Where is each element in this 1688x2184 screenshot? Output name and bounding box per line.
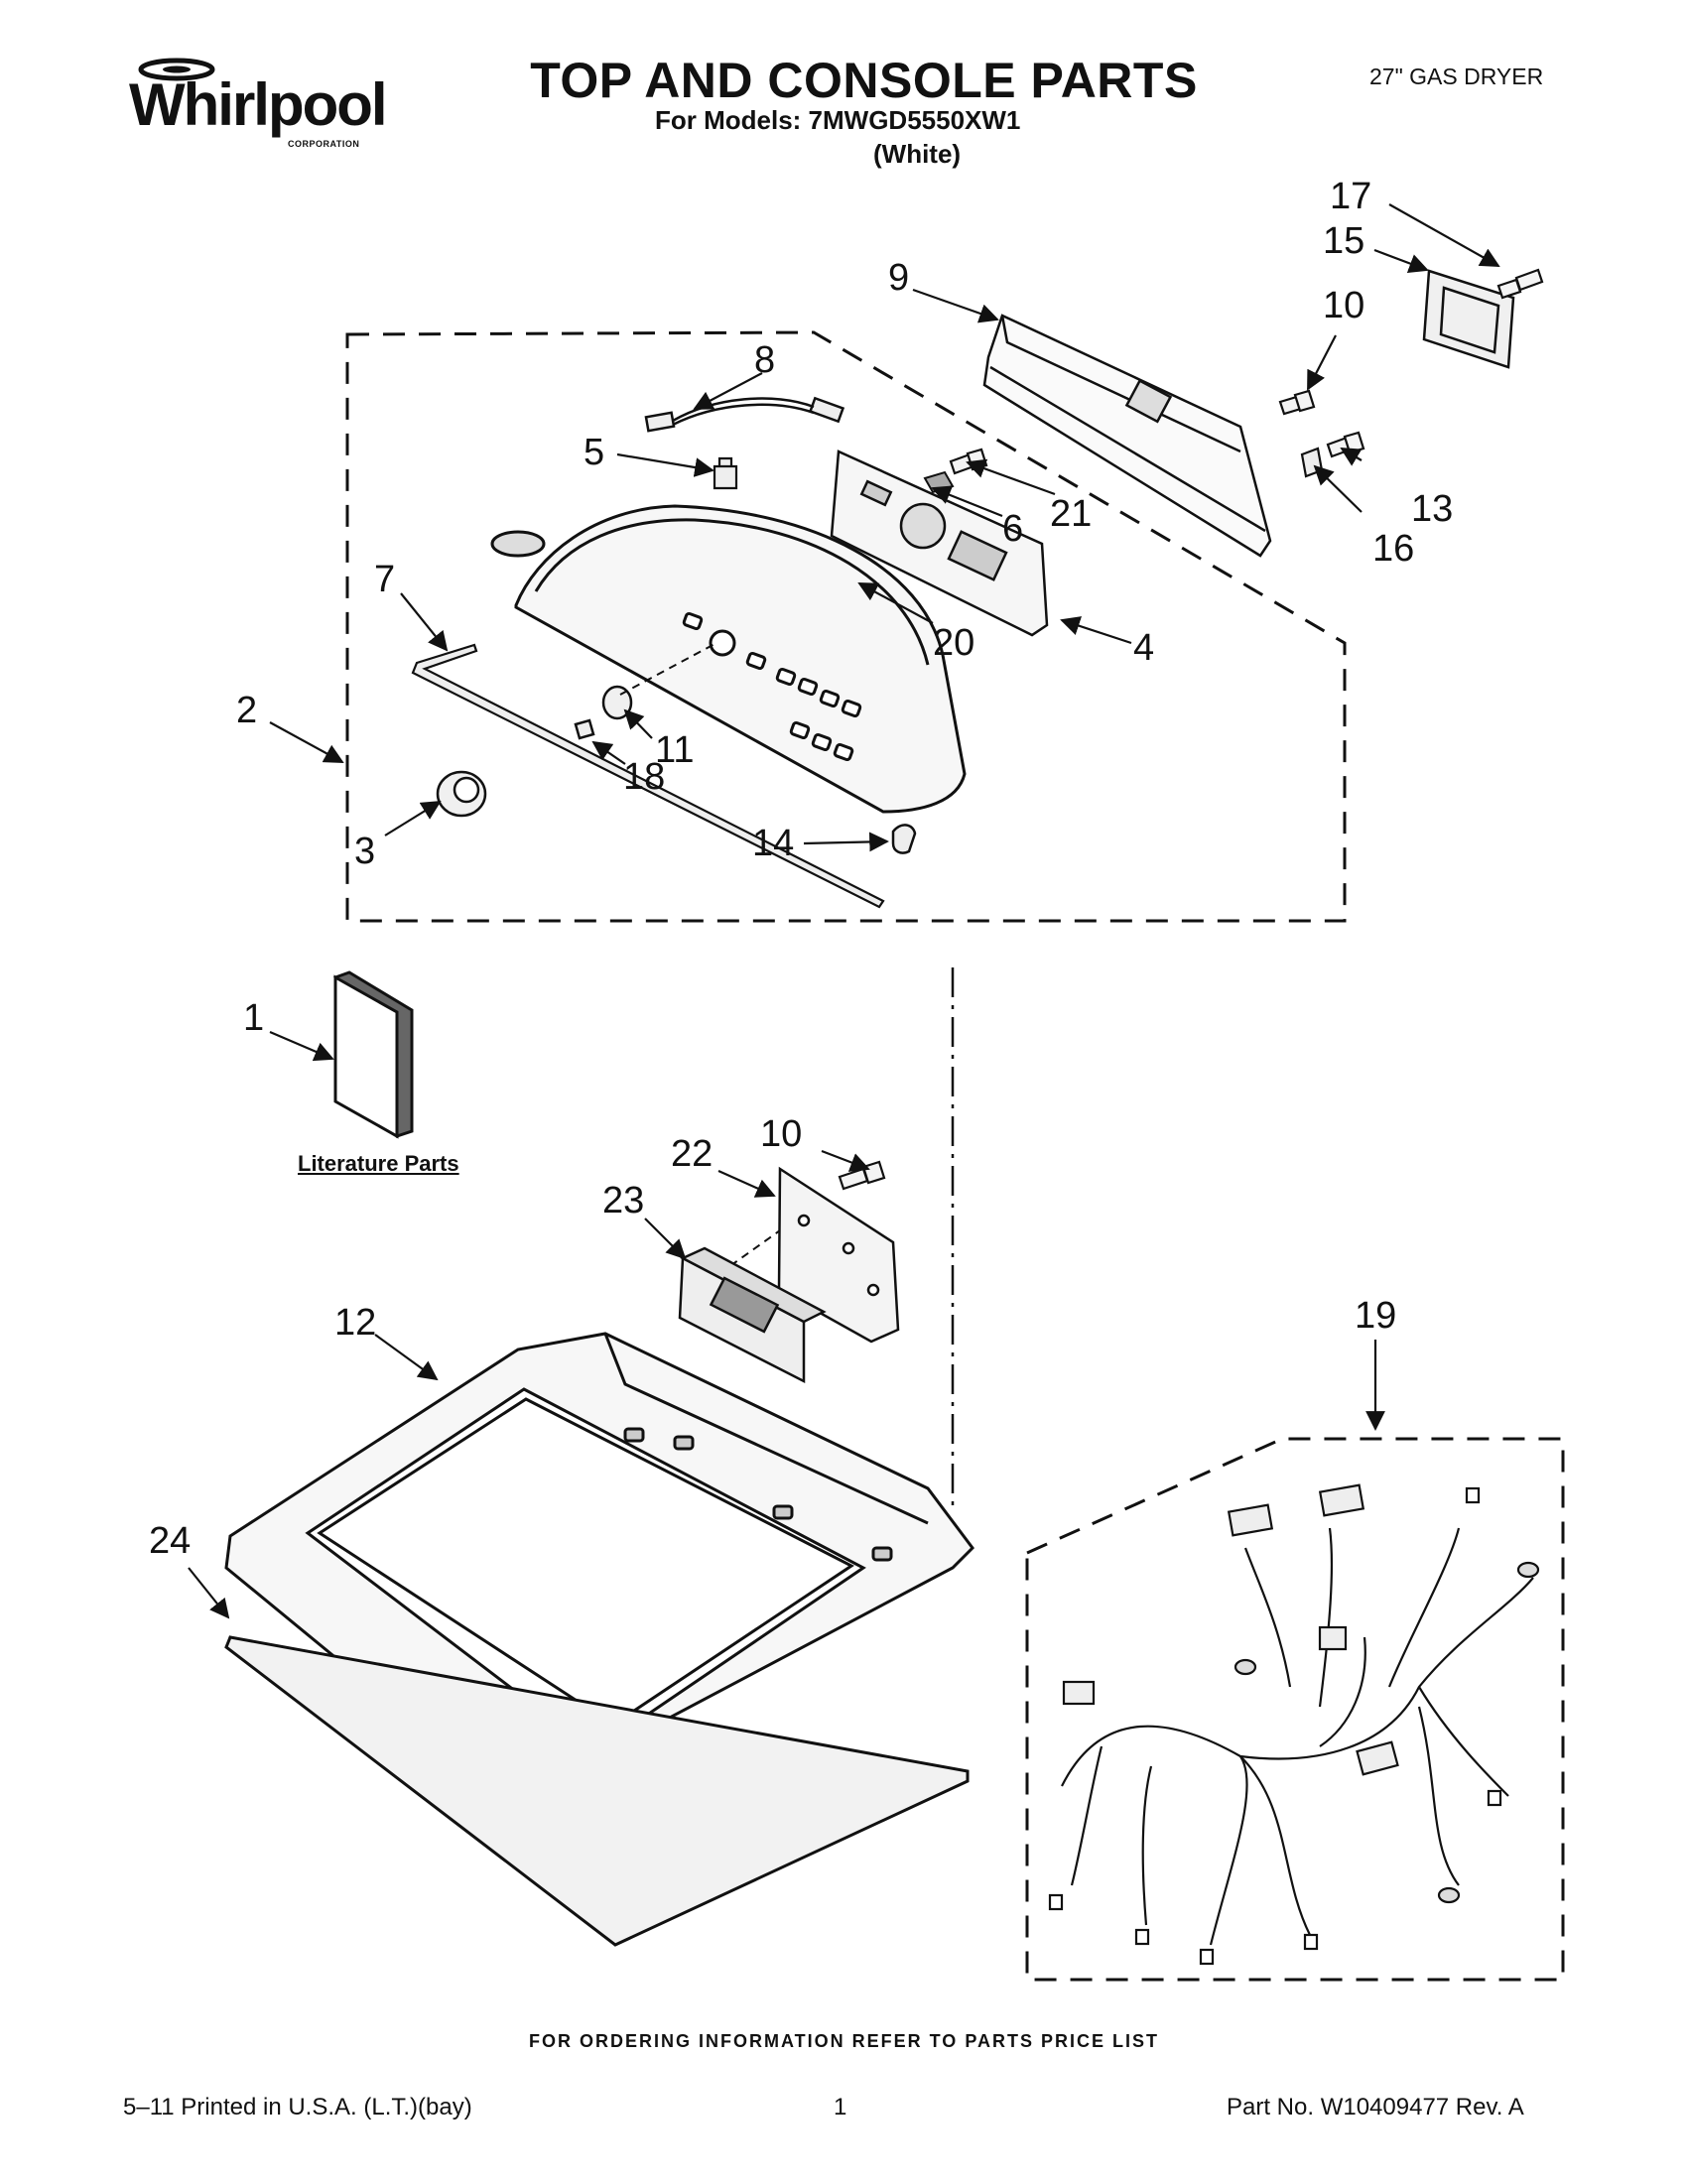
bracket-plate-part	[777, 1166, 900, 1344]
callout-24: 24	[149, 1520, 191, 1562]
callout-16: 16	[1372, 528, 1414, 570]
wiring-harness-boundary	[1025, 1437, 1565, 1982]
small-clip-part	[713, 456, 738, 490]
brand-name: Whirlpool	[129, 71, 388, 138]
trim-strip-part	[411, 643, 885, 909]
callout-19: 19	[1355, 1295, 1396, 1337]
callout-18: 18	[623, 756, 665, 798]
whirlpool-logo: Whirlpool CORPORATION	[117, 52, 388, 156]
callout-3: 3	[354, 831, 375, 872]
page-title-text: TOP AND CONSOLE PARTS	[530, 53, 1198, 108]
literature-book-part	[333, 970, 414, 1139]
callout-21: 21	[1050, 493, 1092, 535]
callout-4: 4	[1133, 627, 1154, 669]
callout-15: 15	[1323, 220, 1364, 262]
color-line: (White)	[873, 139, 962, 169]
models-line: For Models: 7MWGD5550XW1	[655, 105, 1021, 135]
connector-part	[923, 470, 955, 494]
clip-part	[1300, 447, 1324, 478]
knob-parts	[436, 685, 917, 854]
callout-5: 5	[584, 432, 604, 473]
mounting-plate-part	[1422, 269, 1515, 369]
callout-11: 11	[655, 729, 694, 771]
whirlpool-swirl-icon	[138, 58, 215, 81]
ordering-note: FOR ORDERING INFORMATION REFER TO PARTS …	[528, 2031, 1159, 2051]
main-wiring-harness-part	[1048, 1483, 1540, 1966]
console-assembly-boundary	[345, 330, 1347, 923]
literature-parts-label: Literature Parts	[298, 1151, 459, 1176]
callout-8: 8	[754, 339, 775, 381]
callout-22: 22	[671, 1133, 713, 1175]
callout-14: 14	[752, 823, 794, 864]
callout-10-lower: 10	[760, 1113, 802, 1155]
callout-17: 17	[1330, 176, 1371, 217]
callout-20: 20	[933, 622, 974, 664]
leader-arrows	[188, 203, 1500, 1619]
gasket-sheet-part	[224, 1635, 970, 1947]
brand-subtitle: CORPORATION	[288, 139, 360, 149]
callout-12: 12	[334, 1302, 376, 1344]
callout-13: 13	[1411, 488, 1453, 530]
callout-7: 7	[374, 559, 395, 600]
control-module-part	[678, 1246, 827, 1384]
page-number: 1	[834, 2094, 847, 2120]
dryer-type: 27" GAS DRYER	[1369, 64, 1544, 89]
console-bracket-part	[982, 314, 1272, 558]
control-board-part	[830, 450, 1049, 637]
callout-2: 2	[236, 690, 257, 731]
callout-1: 1	[243, 997, 264, 1039]
callout-23: 23	[602, 1180, 644, 1221]
wire-harness-part	[644, 396, 845, 433]
callout-6: 6	[1002, 508, 1023, 550]
knob-alignment-line	[619, 642, 717, 696]
part-number: Part No. W10409477 Rev. A	[1227, 2094, 1524, 2120]
callout-10-top: 10	[1323, 285, 1364, 326]
page-title: TOP AND CONSOLE PARTS	[0, 52, 1688, 109]
print-info: 5–11 Printed in U.S.A. (L.T.)(bay)	[123, 2094, 472, 2120]
callout-9: 9	[888, 257, 909, 299]
console-part	[490, 504, 967, 814]
